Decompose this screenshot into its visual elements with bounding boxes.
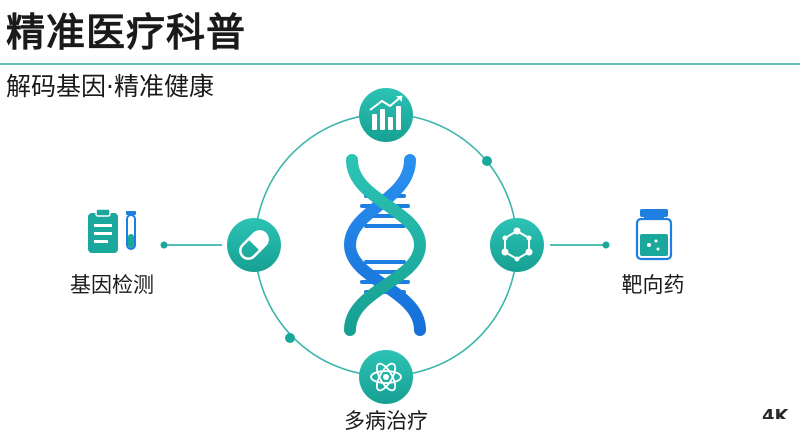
page-subtitle: 解码基因·精准健康 bbox=[6, 72, 214, 101]
diagram-canvas bbox=[88, 88, 673, 404]
atom-icon bbox=[359, 350, 413, 404]
orbit-dot bbox=[285, 333, 295, 343]
orbit-dot bbox=[482, 156, 492, 166]
node-label-gene-test: 基因检测 bbox=[70, 273, 154, 297]
clipboard-test-tube-icon bbox=[88, 208, 136, 253]
node-label-multi-disease: 多病治疗 bbox=[344, 409, 428, 433]
medicine-bottle-icon bbox=[635, 209, 673, 261]
node-label-targeted-drug: 靶向药 bbox=[621, 273, 685, 297]
bar-chart-icon bbox=[359, 88, 413, 142]
dna-helix-icon bbox=[343, 154, 427, 336]
svg-text:4K: 4K bbox=[762, 406, 790, 419]
page-title: 精准医疗科普 bbox=[6, 11, 247, 56]
watermark-4k: 4K bbox=[756, 402, 800, 419]
connector-dot-right bbox=[602, 241, 610, 249]
title-divider bbox=[0, 63, 800, 65]
connector-dot-left bbox=[160, 241, 168, 249]
molecule-icon bbox=[490, 218, 544, 272]
pill-capsule-icon bbox=[227, 218, 281, 272]
